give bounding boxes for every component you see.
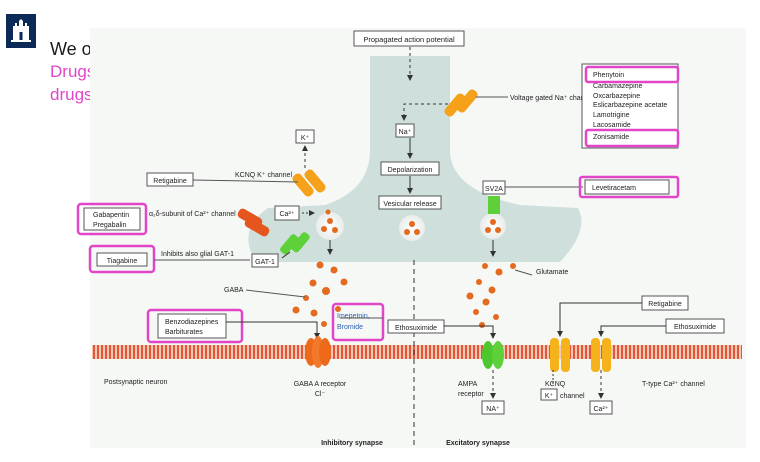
ca-ion-bottom-label: Ca²⁺ [594, 406, 609, 413]
drug-carbamazepine: Carbamazepine [593, 83, 643, 90]
retigabine-label: Retigabine [153, 178, 187, 185]
sodium-channel-icon [444, 89, 478, 117]
pink-highlight-benzodiazepines [146, 308, 244, 344]
kcnq-channel-label: KCNQ K⁺ channel [235, 172, 292, 179]
levetiracetam-label: Levetiracetam [592, 185, 636, 192]
gaba-molecules [292, 261, 348, 327]
sv2a-protein-icon [488, 196, 500, 214]
potassium-channel-icon [292, 169, 326, 197]
ethosuximide-label-center: Ethosuximide [395, 325, 437, 332]
kcnq-channel-icon [550, 338, 570, 372]
k-channel-label: channel [560, 393, 585, 400]
castle-crest-icon [6, 14, 36, 48]
vesicles-inhibitory [316, 209, 506, 241]
k-ion-bottom-label: K⁺ [545, 393, 554, 400]
gabapentin-box [83, 207, 141, 231]
kcnq-bottom-label: KCNQ [545, 381, 566, 388]
tiagabine-box [96, 252, 148, 267]
na-ion-box-bottom [481, 400, 505, 415]
ca-ion-box [274, 205, 300, 221]
pink-highlight-phenytoin [584, 65, 680, 84]
drug-eslicarbazepine: Eslicarbazepine acetate [593, 102, 667, 109]
depolarization-box [380, 161, 440, 176]
gat1-transporter-icon [280, 232, 310, 255]
ethosuximide-label-right: Ethosuximide [674, 324, 716, 331]
gaba-label: GABA [224, 287, 244, 294]
gat-note: Inhibits also glial GAT-1 [161, 251, 234, 258]
na-channel-label: Voltage gated Na⁺ channel [510, 95, 594, 102]
drug-oxcarbazepine: Oxcarbazepine [593, 93, 640, 100]
postsynaptic-neuron-label: Postsynaptic neuron [104, 379, 168, 386]
ampa-receptor-label-1: AMPA [458, 381, 478, 388]
depolarization-label: Depolarization [388, 167, 433, 174]
t-type-calcium-channel-icon [591, 338, 611, 372]
gaba-a-receptor-label: GABA A receptor [294, 381, 347, 388]
pink-highlight-imepitoin [331, 302, 385, 342]
pink-highlight-zonisamide [584, 128, 680, 148]
retigabine-box [146, 172, 194, 187]
t-type-channel-label: T-type Ca²⁺ channel [642, 381, 705, 388]
pink-highlight-tiagabine [88, 244, 156, 274]
propagated-action-potential-box [353, 30, 465, 47]
vesicular-release-label: Vesicular release [383, 201, 436, 208]
pregabalin-label: Pregabalin [93, 222, 127, 229]
tiagabine-label: Tiagabine [107, 258, 138, 265]
university-logo-icon [6, 14, 36, 48]
na-ion-bottom-label: NA⁺ [486, 406, 500, 413]
bromide-label: Bromide [337, 324, 363, 331]
na-drug-list [581, 63, 679, 149]
drug-zonisamide: Zonisamide [593, 134, 629, 141]
na-ion-box [395, 123, 415, 138]
vesicular-release-box [378, 195, 442, 210]
ca-channel-label: α₂δ-subunit of Ca²⁺ channel [149, 211, 236, 218]
drug-lamotrigine: Lamotrigine [593, 112, 630, 119]
postsynaptic-membrane [92, 345, 742, 359]
cl-ion-label: Cl⁻ [315, 391, 326, 398]
glutamate-molecules [466, 263, 516, 328]
k-ion-label: K⁺ [301, 135, 310, 142]
ampa-receptor-label-2: receptor [458, 391, 484, 398]
drug-lacosamide: Lacosamide [593, 122, 631, 129]
pink-highlight-levetiracetam [578, 175, 680, 199]
ampa-receptor-icon [482, 341, 504, 369]
gaba-a-receptor-icon [305, 336, 331, 368]
sv2a-label: SV2A [485, 186, 503, 193]
levetiracetam-box [584, 179, 670, 195]
na-ion-label: Na⁺ [399, 129, 412, 136]
ca-ion-label: Ca²⁺ [280, 211, 295, 218]
k-ion-box-bottom [540, 388, 558, 401]
k-ion-box [295, 129, 315, 144]
imepitoin-label: Imepetoin, [337, 313, 370, 320]
pink-highlight-gabapentin [76, 202, 148, 236]
calcium-channel-icon [237, 208, 270, 237]
gat1-label: GAT-1 [255, 259, 275, 266]
barbiturates-label: Barbiturates [165, 329, 203, 336]
benzodiazepines-box [157, 313, 227, 339]
ca-ion-box-bottom [589, 400, 613, 415]
retigabine-label-right: Retigabine [648, 301, 682, 308]
excitatory-synapse-label: Excitatory synapse [446, 440, 510, 447]
propagated-action-potential-label: Propagated action potential [363, 35, 455, 44]
gat1-box [251, 253, 279, 268]
benzodiazepines-label: Benzodiazepines [165, 319, 219, 326]
inhibitory-synapse-label: Inhibitory synapse [321, 440, 383, 447]
drug-phenytoin: Phenytoin [593, 72, 624, 79]
gabapentin-label: Gabapentin [93, 212, 129, 219]
glutamate-label: Glutamate [536, 269, 568, 276]
